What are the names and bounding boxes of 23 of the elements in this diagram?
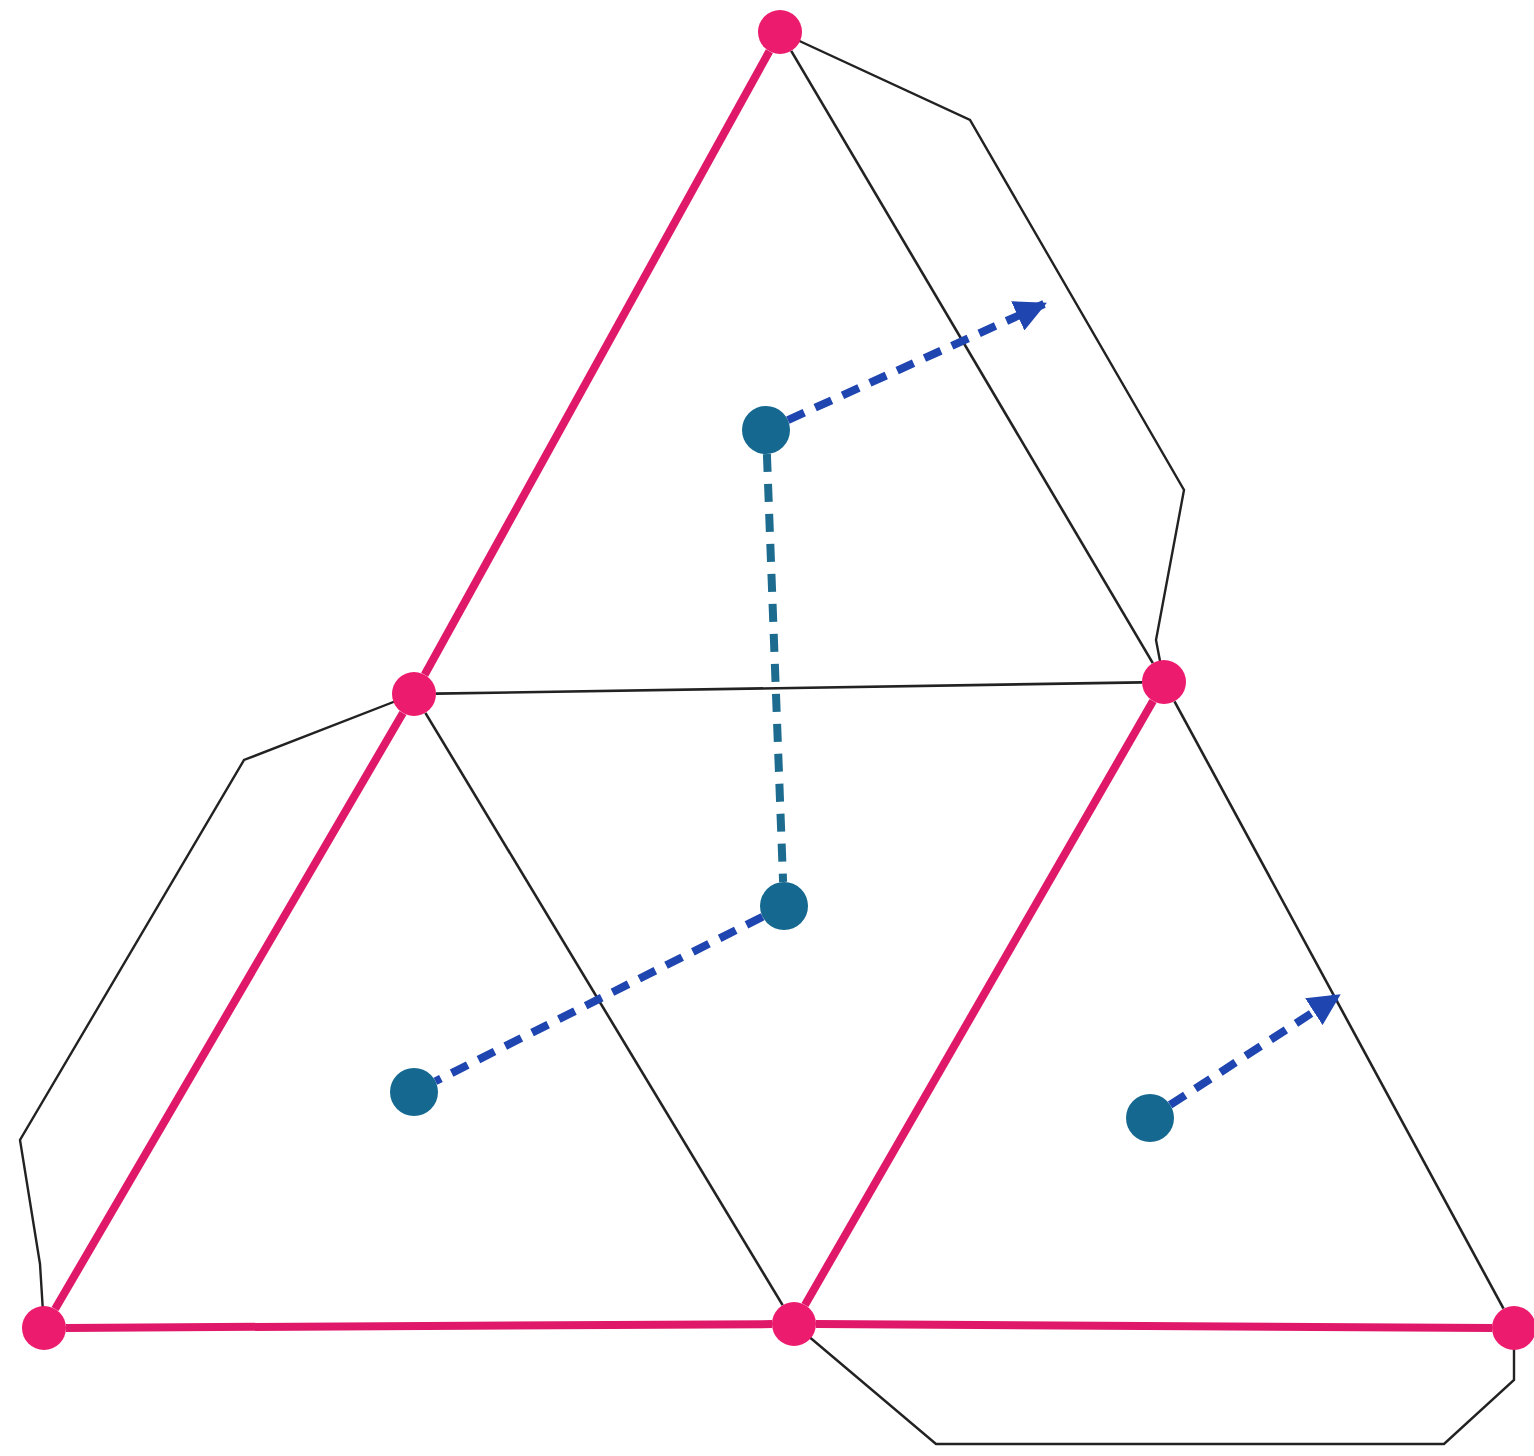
centroid-dot: [390, 1068, 438, 1116]
edge-line: [65, 1320, 773, 1332]
dashed-arrow: [786, 300, 1047, 424]
vertex-dot: [772, 1302, 816, 1346]
dashed-line: [433, 913, 765, 1085]
centroid-dot: [760, 882, 808, 930]
centroid-dot: [742, 406, 790, 454]
vertex-dot: [392, 672, 436, 716]
edge-line: [421, 49, 773, 677]
dashed-line: [762, 453, 788, 883]
edge-line: [1173, 700, 1505, 1310]
edge-line: [790, 50, 1154, 664]
edge-line: [801, 699, 1157, 1307]
vertex-dot: [1142, 660, 1186, 704]
dashed-arrow: [1167, 992, 1341, 1109]
vertex-dot: [22, 1306, 66, 1350]
vertex-dot: [1492, 1306, 1534, 1350]
centroid-dot: [1126, 1094, 1174, 1142]
edge-line: [51, 711, 407, 1311]
edge-line: [424, 712, 784, 1306]
vertex-dot: [758, 10, 802, 54]
edge-line: [435, 681, 1143, 695]
edge-line: [815, 1320, 1493, 1332]
